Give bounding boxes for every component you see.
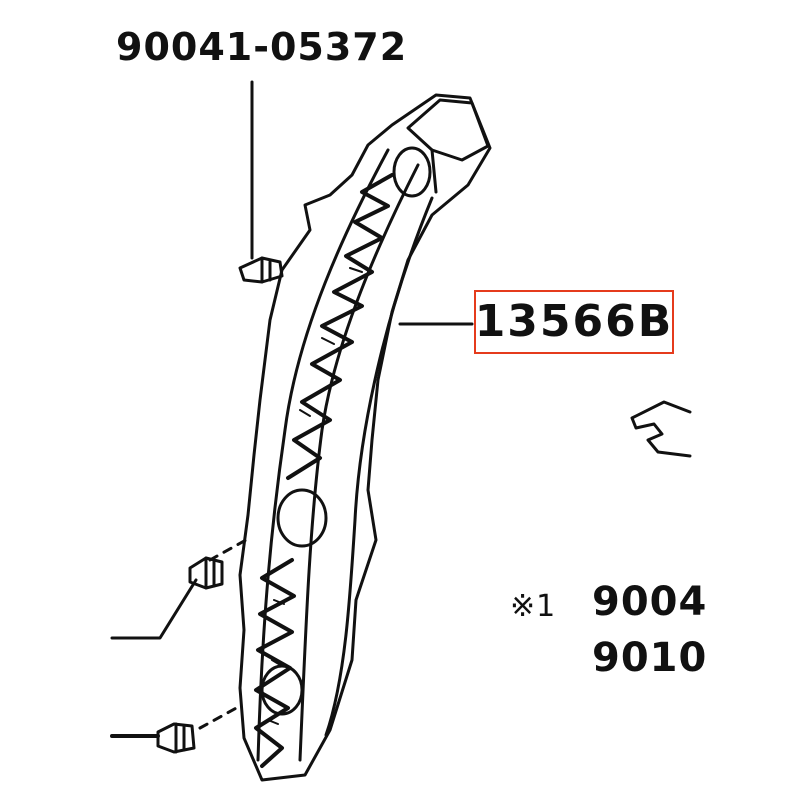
part-number-13566b-highlighted[interactable]: 13566B — [474, 290, 674, 354]
chain-guide-outline — [238, 93, 492, 782]
part-number-label: 13566B — [474, 296, 674, 347]
upper-mount-boss — [392, 146, 432, 198]
middle-mount-boss — [276, 488, 328, 548]
chain-guide-pattern — [286, 173, 394, 480]
guide-rail-right — [298, 163, 420, 762]
bolt-icon — [156, 722, 196, 754]
note-marker: ※1 — [510, 589, 557, 624]
leader-lower-left — [110, 578, 198, 640]
adjacent-part-outline — [630, 400, 692, 458]
part-number-right-2: 9010 — [592, 635, 708, 681]
bolt-icon — [188, 556, 224, 590]
part-number-right-1: 9004 — [592, 579, 708, 625]
bolt-icon — [238, 256, 284, 284]
part-number-90041-05372: 90041-05372 — [116, 25, 408, 69]
guide-rail-left — [256, 148, 390, 762]
